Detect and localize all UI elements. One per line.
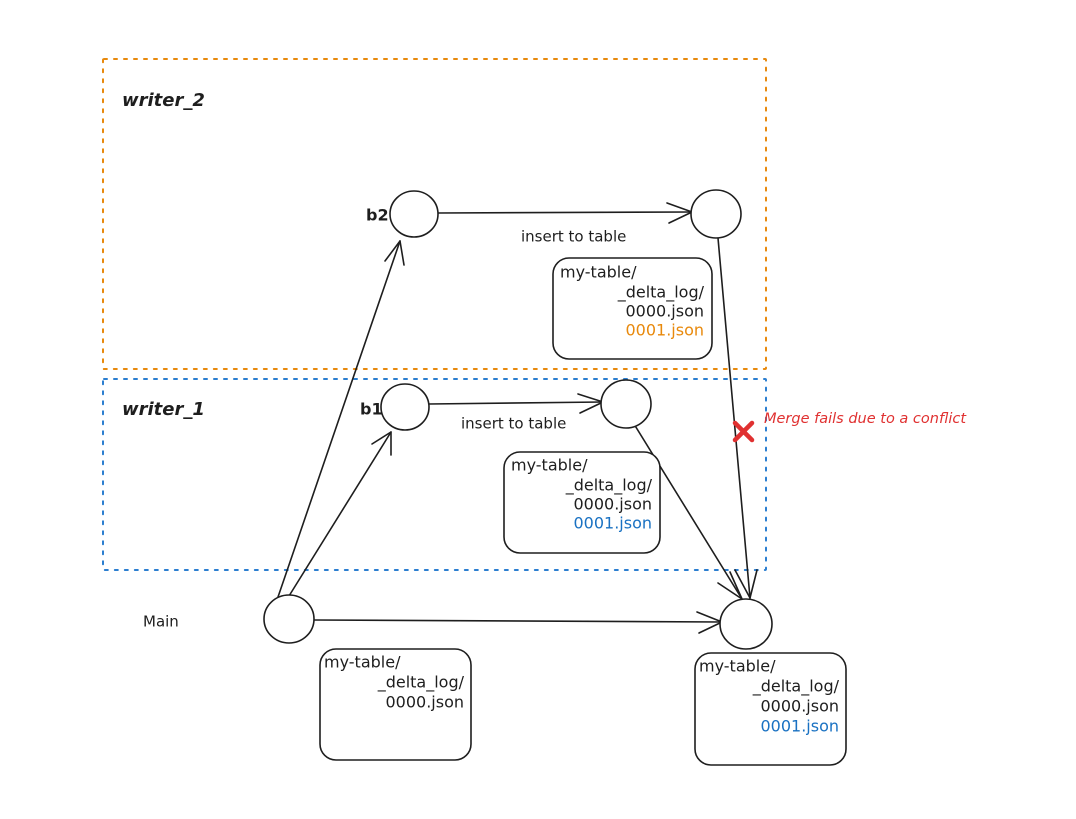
conflict-x-icon <box>732 420 755 443</box>
file-box-writer1-commit: my-table/ _delta_log/ 0000.json 0001.jso… <box>503 451 661 554</box>
edge-b2-arrowhead <box>666 202 693 224</box>
edge-main-to-b2-arrowhead <box>384 240 405 266</box>
file-line: 0000.json <box>760 697 839 716</box>
file-line: my-table/ <box>324 653 401 672</box>
node-label-b1: b1 <box>360 400 383 419</box>
edge-main-to-merged <box>313 619 723 623</box>
file-line: 0000.json <box>385 693 464 712</box>
node-writer1-commit[interactable] <box>600 379 652 429</box>
file-line: 0000.json <box>573 495 652 514</box>
file-line: my-table/ <box>511 456 588 475</box>
edge-b1-arrowhead <box>577 393 604 414</box>
edge-main-to-b1-arrowhead <box>371 431 392 456</box>
file-line: 0000.json <box>625 302 704 321</box>
edge-label-writer2-insert: insert to table <box>521 228 626 246</box>
edge-main-to-merged-arrowhead <box>696 611 723 634</box>
file-line: _delta_log/ <box>377 673 465 693</box>
file-line: _delta_log/ <box>752 677 840 697</box>
lane-label-writer-2: writer_2 <box>122 90 205 111</box>
lane-writer-1-boundary <box>102 378 767 571</box>
edge-b1-insert-to-table <box>428 401 604 405</box>
node-writer2-commit[interactable] <box>690 189 742 239</box>
edge-label-writer1-insert: insert to table <box>461 415 566 433</box>
node-main-base[interactable] <box>263 594 315 644</box>
file-line-accent: 0001.json <box>573 514 652 533</box>
node-label-b2: b2 <box>366 206 389 225</box>
edge-writer2-merge-arrowhead <box>734 569 758 599</box>
file-line: my-table/ <box>699 657 776 676</box>
file-line-accent: 0001.json <box>760 717 839 736</box>
file-line: _delta_log/ <box>565 476 653 496</box>
edge-main-to-b1 <box>288 431 392 597</box>
file-line-accent: 0001.json <box>625 321 704 340</box>
edge-writer1-merge-arrowhead <box>717 571 743 600</box>
node-main-merged[interactable] <box>719 598 773 650</box>
file-line: my-table/ <box>560 263 637 282</box>
edge-writer1-merge-to-main <box>633 423 743 600</box>
conflict-message: Merge fails due to a conflict <box>764 411 967 427</box>
node-b1[interactable] <box>380 383 430 431</box>
lane-writer-2-boundary <box>102 58 767 370</box>
node-b2[interactable] <box>389 190 439 238</box>
edge-writer2-merge-to-main <box>717 237 751 599</box>
file-box-main-merged: my-table/ _delta_log/ 0000.json 0001.jso… <box>694 652 847 766</box>
edge-b2-insert-to-table <box>437 211 693 214</box>
file-box-main-base: my-table/ _delta_log/ 0000.json <box>319 648 472 761</box>
node-label-main: Main <box>143 613 179 631</box>
file-line: _delta_log/ <box>617 283 705 303</box>
lane-label-writer-1: writer_1 <box>122 399 205 420</box>
file-box-writer2-commit: my-table/ _delta_log/ 0000.json 0001.jso… <box>552 257 713 360</box>
edge-main-to-b2 <box>277 240 401 598</box>
